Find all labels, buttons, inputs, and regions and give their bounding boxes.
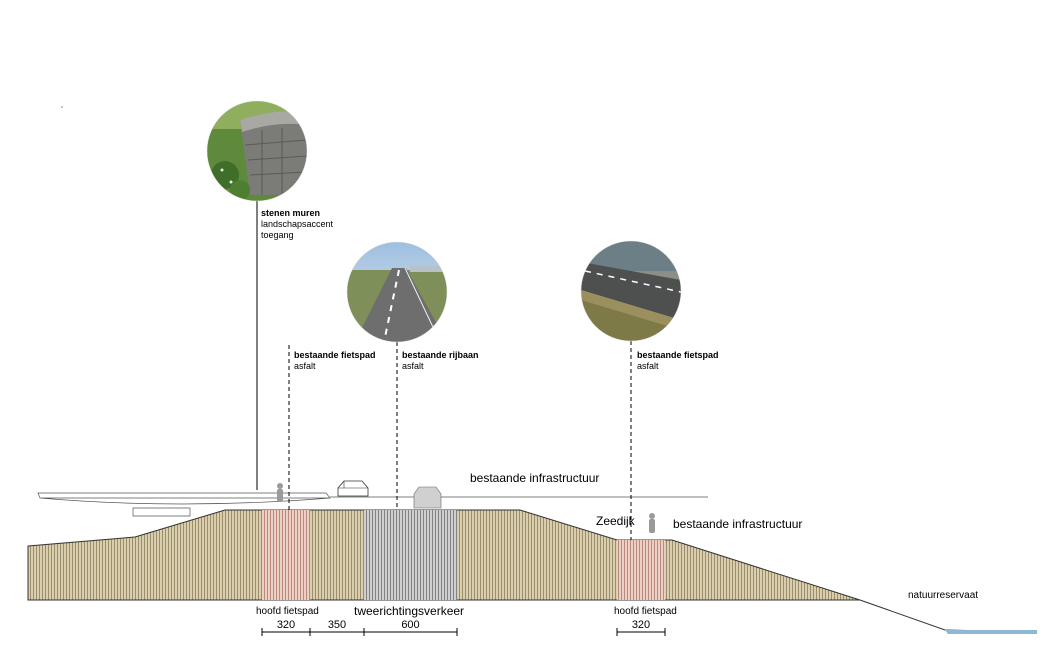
two-way-road bbox=[364, 510, 457, 600]
callout-title: bestaande fietspad bbox=[637, 350, 719, 360]
dimension-value: 320 bbox=[276, 619, 296, 631]
dimension-value: 350 bbox=[327, 619, 347, 631]
callout-fietspad-right: bestaande fietspad asfalt bbox=[637, 350, 719, 372]
dimension-value: 600 bbox=[401, 619, 420, 631]
stone-wall-photo bbox=[207, 101, 307, 201]
callout-title: stenen muren bbox=[261, 208, 321, 218]
person-left bbox=[277, 483, 283, 502]
dike-path-photo bbox=[581, 241, 681, 341]
label-zeedijk: Zeedijk bbox=[596, 514, 635, 528]
label-hoofd-fietspad-left: hoofd fietspad bbox=[256, 606, 319, 617]
bike-path-left bbox=[262, 510, 310, 600]
callout-line: asfalt bbox=[402, 361, 424, 371]
callout-line: toegang bbox=[261, 230, 294, 240]
water bbox=[945, 630, 1037, 634]
dimension-value: 320 bbox=[631, 619, 651, 631]
label-tweerichtingsverkeer: tweerichtingsverkeer bbox=[354, 604, 465, 618]
label-infra-right: bestaande infrastructuur bbox=[673, 517, 803, 531]
callout-title: bestaande rijbaan bbox=[402, 350, 479, 360]
callout-line: asfalt bbox=[294, 361, 316, 371]
road-photo bbox=[347, 242, 447, 342]
label-hoofd-fietspad-right: hoofd fietspad bbox=[614, 606, 677, 617]
car-left bbox=[337, 480, 369, 497]
bike-path-right bbox=[617, 540, 665, 600]
car-right bbox=[413, 486, 442, 509]
callout-title: bestaande fietspad bbox=[294, 350, 376, 360]
callout-stenen-muren: stenen muren landschapsaccent toegang bbox=[261, 208, 333, 241]
callout-line: landschapsaccent bbox=[261, 219, 334, 229]
existing-step bbox=[132, 507, 191, 517]
callout-rijbaan: bestaande rijbaan asfalt bbox=[402, 350, 479, 372]
existing-infrastructure-outline bbox=[37, 492, 331, 505]
dimension-lines bbox=[261, 628, 666, 636]
dike-slope-line bbox=[859, 599, 1038, 633]
label-infra-top: bestaande infrastructuur bbox=[470, 471, 600, 485]
callout-line: asfalt bbox=[637, 361, 659, 371]
person-right bbox=[649, 513, 655, 533]
stray-dot bbox=[61, 106, 63, 108]
callout-fietspad-left: bestaande fietspad asfalt bbox=[294, 350, 376, 372]
label-natuurreservaat: natuurreservaat bbox=[908, 590, 979, 601]
